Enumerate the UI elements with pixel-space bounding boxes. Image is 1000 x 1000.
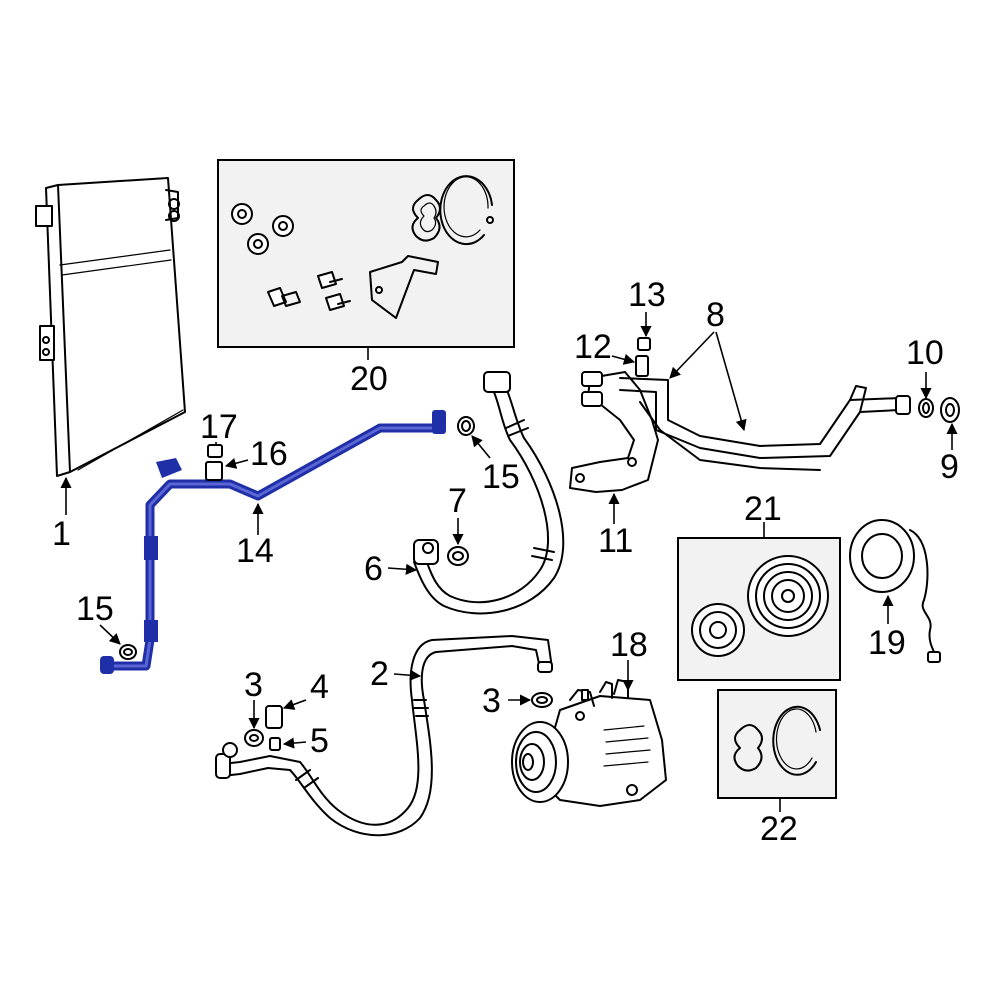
callout-9: 9	[940, 448, 959, 486]
callout-12: 12	[574, 328, 612, 366]
suction-hose-6[interactable]	[413, 371, 565, 615]
callout-11: 11	[598, 522, 633, 560]
callout-20: 20	[350, 360, 388, 398]
callout-17: 17	[200, 408, 238, 446]
callout-22: 22	[760, 810, 798, 848]
callout-3-right: 3	[482, 682, 501, 720]
callout-21: 21	[744, 490, 782, 528]
callout-15-left: 15	[76, 590, 114, 628]
o-ring-3-right[interactable]	[531, 692, 553, 708]
callout-1: 1	[52, 515, 71, 553]
o-ring-3-left[interactable]	[244, 729, 264, 747]
highlighted-line-14[interactable]	[100, 410, 446, 674]
field-coil-19[interactable]	[849, 519, 941, 663]
callout-8: 8	[706, 296, 725, 334]
valve-5[interactable]	[269, 737, 281, 751]
callout-3-left: 3	[244, 666, 263, 704]
callout-4: 4	[310, 668, 329, 706]
valve-16[interactable]	[205, 461, 223, 481]
manifold-bracket-11[interactable]	[569, 371, 659, 493]
switch-4[interactable]	[265, 705, 283, 729]
compressor-18[interactable]	[511, 679, 667, 807]
callout-6: 6	[364, 550, 383, 588]
clutch-box[interactable]	[677, 537, 841, 681]
hardware-kit-box[interactable]	[217, 159, 515, 348]
hose-end-left[interactable]	[215, 742, 319, 789]
callout-2: 2	[370, 655, 389, 693]
o-ring-15-right[interactable]	[457, 416, 475, 436]
o-ring-10[interactable]	[918, 398, 934, 418]
condenser[interactable]	[35, 177, 186, 477]
o-ring-15-left[interactable]	[119, 644, 137, 660]
cap-13[interactable]	[637, 337, 651, 351]
callout-13: 13	[628, 276, 666, 314]
callout-19: 19	[868, 624, 906, 662]
callout-5: 5	[310, 722, 329, 760]
callout-14: 14	[236, 532, 274, 570]
callout-18: 18	[610, 626, 648, 664]
callout-10: 10	[906, 334, 944, 372]
ac-lines-8[interactable]	[619, 377, 911, 471]
o-ring-7[interactable]	[447, 546, 469, 566]
cap-17[interactable]	[207, 444, 223, 458]
callout-16: 16	[250, 435, 288, 473]
callout-7: 7	[448, 482, 467, 520]
valve-12[interactable]	[635, 355, 649, 377]
cap-9[interactable]	[940, 397, 960, 423]
callout-15-right: 15	[482, 458, 520, 496]
hose-2[interactable]	[289, 635, 553, 837]
seal-kit-box[interactable]	[717, 689, 837, 799]
